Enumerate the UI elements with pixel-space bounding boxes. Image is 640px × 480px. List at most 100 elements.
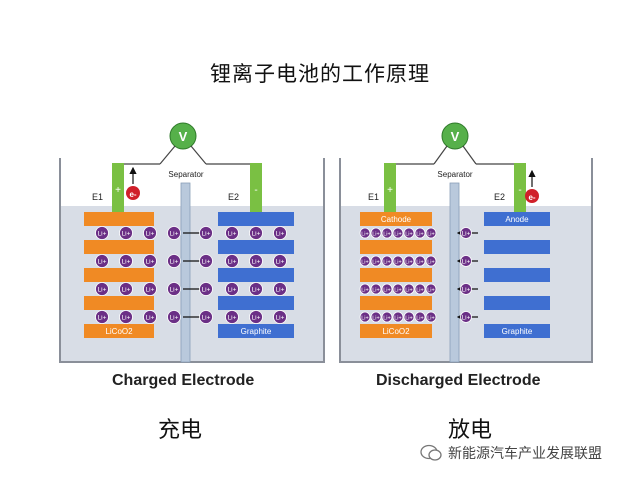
lithium-ion: Li+ bbox=[167, 254, 181, 268]
lithium-ion: Li+ bbox=[225, 282, 239, 296]
terminal-minus-label: - bbox=[254, 185, 257, 196]
lithium-ion: Li+ bbox=[225, 310, 239, 324]
lithium-ion: Li+ bbox=[199, 226, 213, 240]
svg-text:Li+: Li+ bbox=[394, 260, 402, 266]
separator bbox=[449, 182, 460, 363]
svg-text:Li+: Li+ bbox=[170, 287, 179, 294]
svg-text:Li+: Li+ bbox=[202, 231, 211, 238]
lithium-ion: Li+ bbox=[119, 226, 133, 240]
voltmeter bbox=[441, 122, 469, 150]
terminal-plus-label: + bbox=[115, 185, 121, 196]
anode-plates bbox=[484, 212, 550, 338]
anode-label: Anode bbox=[505, 215, 529, 224]
svg-text:Li+: Li+ bbox=[98, 287, 107, 294]
cathode-label: Cathode bbox=[381, 215, 412, 224]
svg-text:Li+: Li+ bbox=[394, 288, 402, 294]
lithium-ion: Li+ bbox=[119, 254, 133, 268]
cathode-plates bbox=[360, 212, 432, 338]
svg-text:Li+: Li+ bbox=[383, 260, 391, 266]
svg-text:Li+: Li+ bbox=[462, 259, 471, 266]
svg-text:Li+: Li+ bbox=[170, 259, 179, 266]
svg-text:Li+: Li+ bbox=[427, 316, 435, 322]
lithium-ion: Li+ bbox=[460, 283, 472, 295]
electrode-e2-label: E2 bbox=[494, 192, 505, 202]
svg-text:Li+: Li+ bbox=[252, 287, 261, 294]
svg-text:Li+: Li+ bbox=[252, 259, 261, 266]
charged-cell-diagram: V + - E1 E2 e- Separator LiCoO2 Graphite bbox=[52, 118, 330, 364]
lithium-ion: Li+ bbox=[95, 254, 109, 268]
electrode-e1-label: E1 bbox=[92, 192, 103, 202]
lithium-ion: Li+ bbox=[95, 310, 109, 324]
svg-text:Li+: Li+ bbox=[427, 288, 435, 294]
terminal-negative bbox=[250, 163, 262, 213]
svg-text:Li+: Li+ bbox=[394, 232, 402, 238]
lithium-ion: Li+ bbox=[403, 283, 415, 295]
svg-text:Li+: Li+ bbox=[405, 260, 413, 266]
lithium-ion: Li+ bbox=[425, 311, 437, 323]
lithium-ion: Li+ bbox=[403, 227, 415, 239]
terminal-plus-label: + bbox=[387, 185, 393, 196]
anode-material-label: Graphite bbox=[502, 327, 533, 336]
lithium-ion: Li+ bbox=[392, 283, 404, 295]
cathode-plates bbox=[84, 212, 154, 338]
svg-text:Li+: Li+ bbox=[122, 259, 131, 266]
container-wall bbox=[59, 158, 325, 363]
lithium-ion: Li+ bbox=[249, 226, 263, 240]
svg-text:Li+: Li+ bbox=[228, 231, 237, 238]
lithium-ion: Li+ bbox=[225, 226, 239, 240]
lithium-ion: Li+ bbox=[425, 227, 437, 239]
chat-bubble-icon bbox=[420, 444, 442, 461]
svg-text:Li+: Li+ bbox=[276, 231, 285, 238]
lithium-ion: Li+ bbox=[273, 310, 287, 324]
svg-text:Li+: Li+ bbox=[252, 315, 261, 322]
svg-text:Li+: Li+ bbox=[276, 315, 285, 322]
svg-text:Li+: Li+ bbox=[394, 316, 402, 322]
svg-text:Li+: Li+ bbox=[462, 231, 471, 238]
svg-text:Li+: Li+ bbox=[416, 288, 424, 294]
lithium-ion: Li+ bbox=[359, 311, 371, 323]
voltmeter-label: V bbox=[451, 129, 460, 144]
electron-icon bbox=[126, 186, 140, 200]
svg-text:Li+: Li+ bbox=[170, 231, 179, 238]
cathode-material-label: LiCoO2 bbox=[105, 327, 133, 336]
lithium-ion: Li+ bbox=[403, 255, 415, 267]
separator-label: Separator bbox=[437, 170, 472, 179]
svg-text:Li+: Li+ bbox=[361, 288, 369, 294]
electron-label: e- bbox=[129, 190, 136, 199]
svg-text:Li+: Li+ bbox=[361, 232, 369, 238]
lithium-ion: Li+ bbox=[119, 310, 133, 324]
svg-text:Li+: Li+ bbox=[383, 316, 391, 322]
svg-text:Li+: Li+ bbox=[361, 316, 369, 322]
lithium-ion: Li+ bbox=[273, 226, 287, 240]
lithium-ion: Li+ bbox=[119, 282, 133, 296]
lithium-ion: Li+ bbox=[143, 282, 157, 296]
svg-text:Li+: Li+ bbox=[405, 316, 413, 322]
lithium-ion: Li+ bbox=[370, 227, 382, 239]
lithium-ion: Li+ bbox=[167, 282, 181, 296]
discharged-cell-diagram: V + - E1 E2 e- Separator Cathode LiCoO2 … bbox=[330, 118, 600, 364]
svg-text:Li+: Li+ bbox=[276, 287, 285, 294]
svg-text:Li+: Li+ bbox=[405, 232, 413, 238]
terminal-negative bbox=[514, 163, 526, 213]
charged-subtitle: Charged Electrode bbox=[112, 372, 255, 389]
lithium-ion: Li+ bbox=[403, 311, 415, 323]
svg-text:Li+: Li+ bbox=[228, 287, 237, 294]
lithium-ion: Li+ bbox=[370, 311, 382, 323]
cathode-material-label: LiCoO2 bbox=[382, 327, 410, 336]
svg-text:Li+: Li+ bbox=[122, 287, 131, 294]
lithium-ion: Li+ bbox=[392, 255, 404, 267]
svg-text:Li+: Li+ bbox=[228, 259, 237, 266]
lithium-ion: Li+ bbox=[414, 227, 426, 239]
watermark: 新能源汽车产业发展联盟 bbox=[420, 441, 635, 465]
lithium-ion: Li+ bbox=[414, 255, 426, 267]
charge-caption: 充电 bbox=[158, 418, 203, 443]
lithium-ion: Li+ bbox=[167, 310, 181, 324]
lithium-ion: Li+ bbox=[460, 227, 472, 239]
lithium-ion: Li+ bbox=[95, 282, 109, 296]
electrode-e2-label: E2 bbox=[228, 192, 239, 202]
lithium-ion: Li+ bbox=[143, 226, 157, 240]
watermark-text: 新能源汽车产业发展联盟 bbox=[448, 446, 602, 462]
anode-plates bbox=[218, 212, 294, 338]
lithium-ion: Li+ bbox=[370, 255, 382, 267]
svg-text:Li+: Li+ bbox=[202, 259, 211, 266]
